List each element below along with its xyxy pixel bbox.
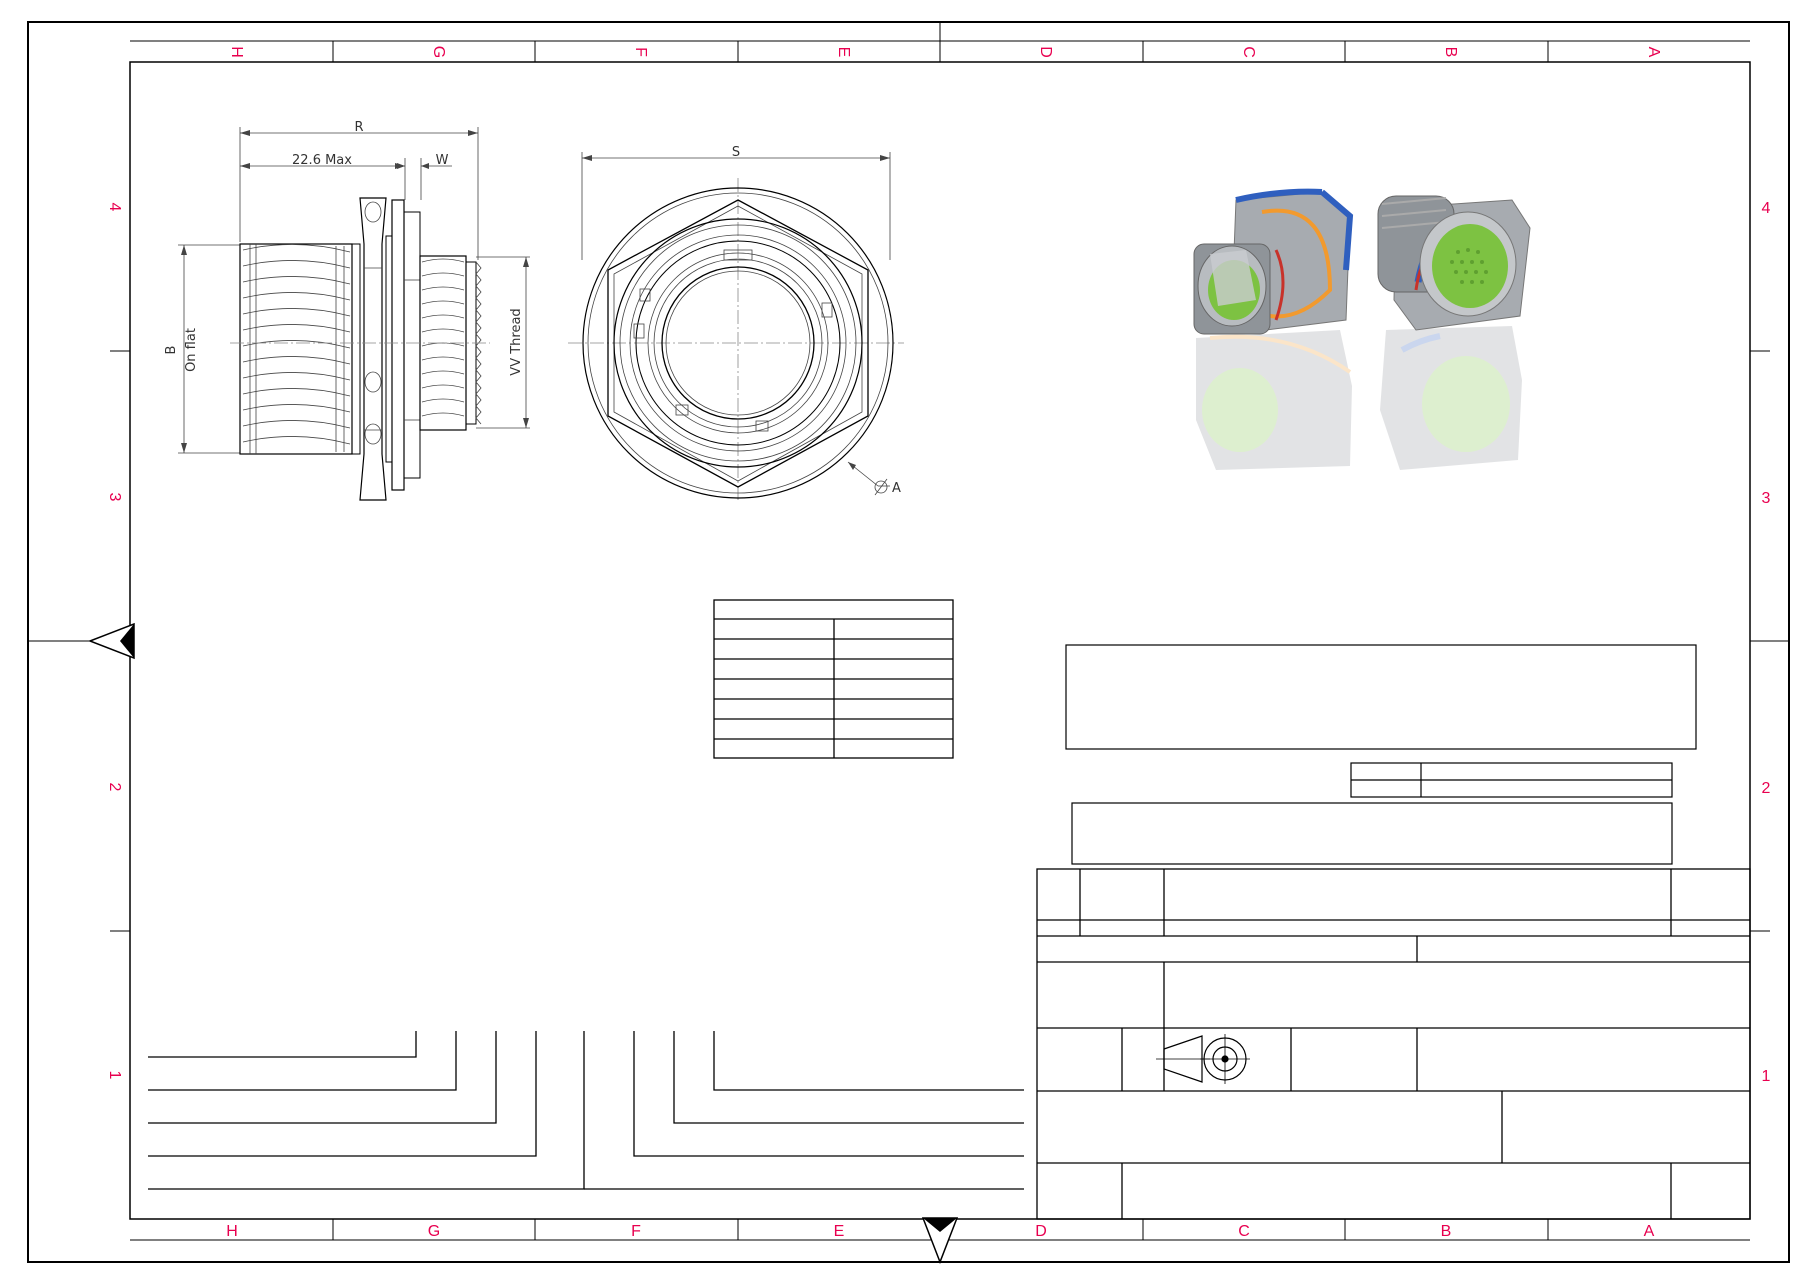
small-ref-table	[1350, 762, 1673, 798]
dim-a-label: A	[892, 481, 901, 496]
remarks-box	[1071, 802, 1673, 865]
svg-text:D: D	[1037, 46, 1054, 58]
svg-text:4: 4	[106, 203, 123, 212]
outer-frame	[27, 21, 1790, 1263]
revision-leader-lines	[148, 1031, 1024, 1190]
zone-labels-left: 4 3 2 1	[106, 203, 123, 1080]
dimension-table	[713, 599, 954, 759]
svg-text:B: B	[1442, 47, 1459, 58]
svg-text:G: G	[430, 46, 447, 58]
zone-labels-bottom: H G F E D C B A	[226, 1223, 1654, 1240]
side-view: R 22.6 Max W B On flat VV Thread	[164, 120, 530, 501]
dim-w-label: W	[436, 153, 449, 168]
svg-text:2: 2	[106, 783, 123, 792]
svg-text:C: C	[1240, 46, 1257, 58]
centering-triangle-icon	[87, 622, 959, 1265]
svg-text:B: B	[1441, 1223, 1452, 1240]
svg-text:H: H	[226, 1223, 238, 1240]
svg-text:4: 4	[1762, 200, 1771, 217]
svg-text:F: F	[632, 47, 649, 57]
dim-s-label: S	[732, 145, 740, 160]
svg-text:3: 3	[106, 493, 123, 502]
diameter-icon	[874, 478, 888, 496]
svg-text:1: 1	[1762, 1068, 1771, 1085]
svg-text:E: E	[834, 1223, 845, 1240]
svg-text:F: F	[631, 1223, 641, 1240]
zone-labels-top: H G F E D C B A	[228, 46, 1662, 58]
notes-box	[1065, 644, 1697, 750]
svg-text:H: H	[228, 46, 245, 58]
svg-text:C: C	[1238, 1223, 1250, 1240]
zone-labels-right: 4 3 2 1	[1762, 200, 1771, 1085]
svg-text:A: A	[1645, 47, 1662, 58]
svg-text:A: A	[1644, 1223, 1655, 1240]
svg-text:2: 2	[1762, 780, 1771, 797]
svg-text:3: 3	[1762, 490, 1771, 507]
dim-onflat-label: On flat	[184, 328, 199, 372]
third-angle-projection-icon	[1156, 1034, 1250, 1084]
svg-text:E: E	[835, 47, 852, 58]
dim-r-label: R	[354, 120, 363, 135]
column-ticks	[332, 22, 1549, 1262]
title-block	[1036, 868, 1751, 1220]
connector-3d-render	[1175, 180, 1535, 476]
dim-max-label: 22.6 Max	[292, 153, 352, 168]
svg-text:1: 1	[106, 1071, 123, 1080]
dim-thread-label: VV Thread	[509, 308, 524, 375]
dim-b-label: B	[164, 346, 179, 355]
front-view: S A	[568, 145, 904, 500]
svg-text:G: G	[428, 1223, 440, 1240]
svg-text:D: D	[1035, 1223, 1047, 1240]
